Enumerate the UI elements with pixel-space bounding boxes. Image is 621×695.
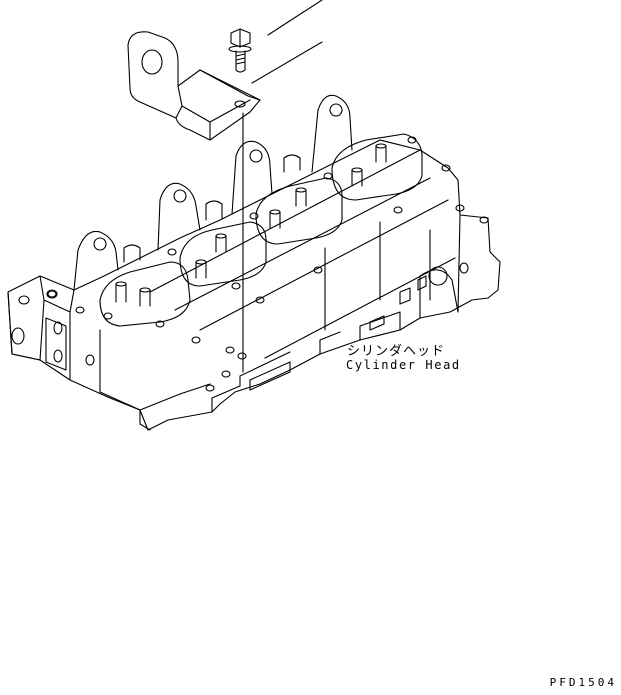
bolt [229,29,251,72]
leader-lines [243,0,322,372]
part-name-jp: シリンダヘッド [347,344,446,359]
part-name-en: Cylinder Head [346,358,461,372]
lifting-bracket [128,32,260,140]
figure-code: PFD1504 [549,676,617,689]
valve-studs [116,144,386,306]
head-bolt-holes [48,137,488,391]
cylinder-head [8,95,500,430]
